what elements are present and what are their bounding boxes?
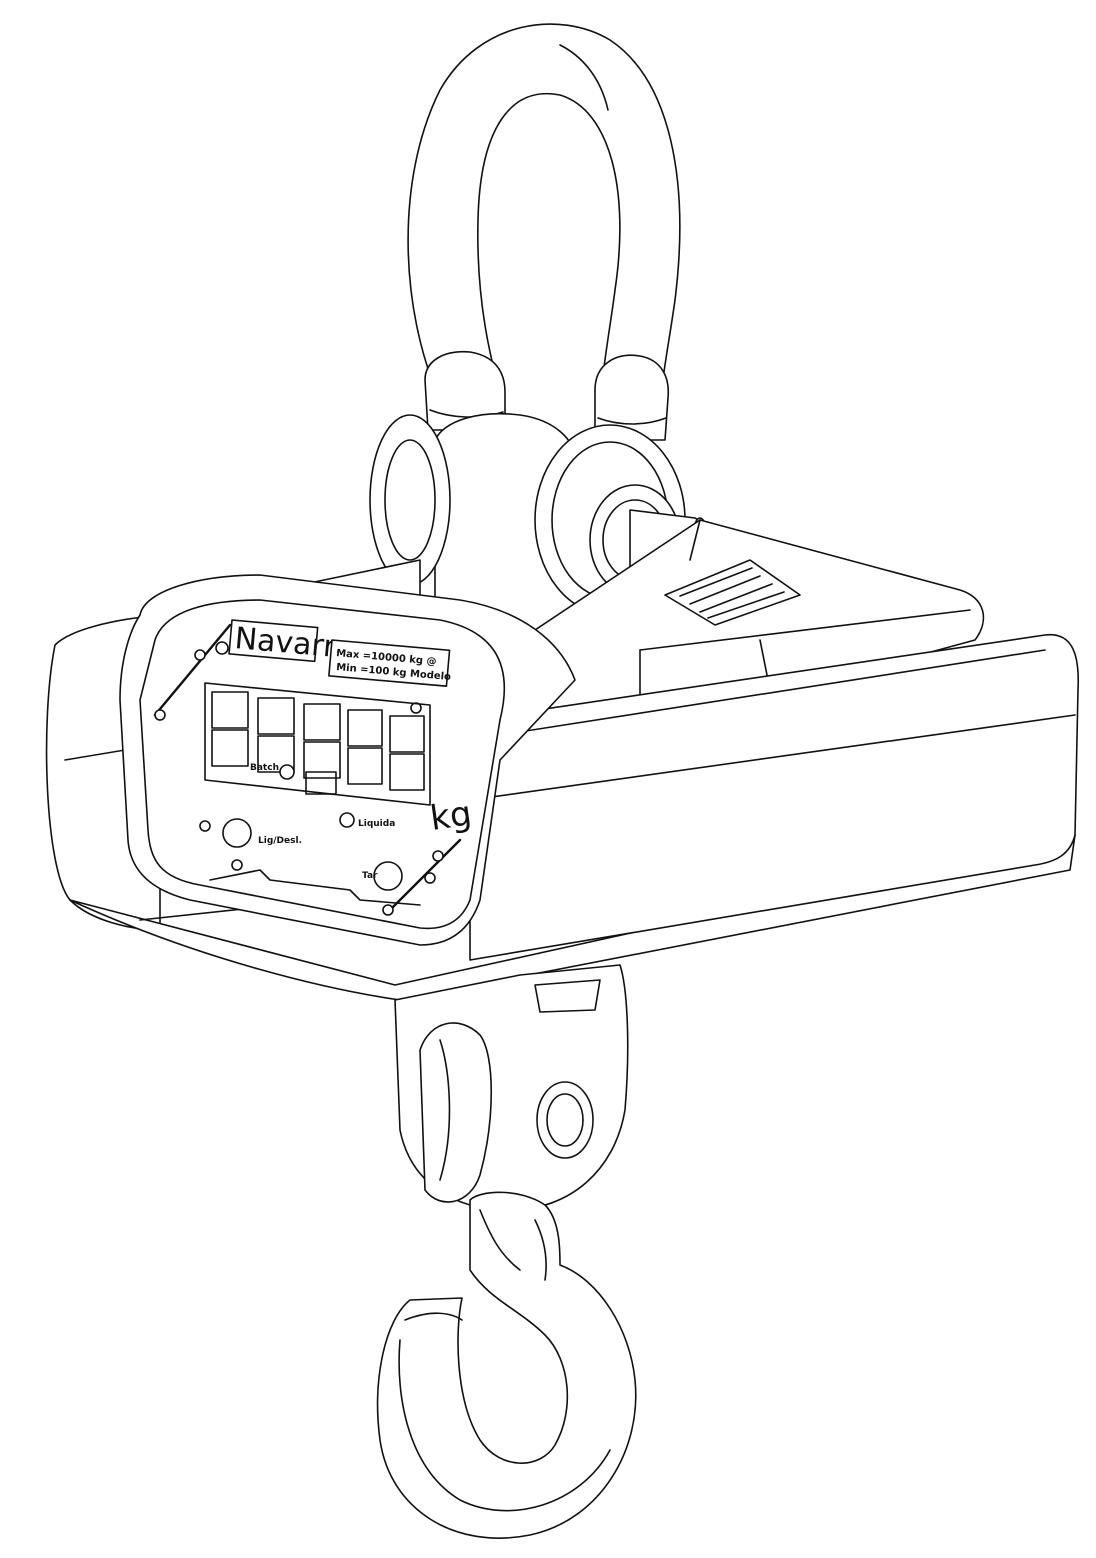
liquidate-label: Liquida (358, 819, 395, 829)
digit-1 (211, 691, 249, 767)
digit-4 (347, 709, 383, 785)
status-window (305, 771, 337, 795)
nameplate (664, 559, 801, 626)
lower-link (394, 964, 629, 1211)
display-head: Navarro Max =10000 kg @ Min =100 kg Mode… (119, 574, 576, 946)
unit-label: kg (428, 794, 474, 839)
liquidate-button[interactable]: Liquida (339, 812, 395, 829)
digit-5 (389, 715, 425, 791)
top-shackle (407, 23, 681, 441)
spec-plate: Max =10000 kg @ Min =100 kg Modelo (328, 639, 451, 687)
power-label: Lig/Desl. (258, 836, 302, 846)
digit-display (204, 682, 431, 806)
batch-button[interactable]: Batch (250, 763, 295, 780)
tare-button[interactable]: Tar (362, 861, 403, 891)
power-button[interactable]: Lig/Desl. (199, 818, 302, 871)
digit-2 (257, 697, 295, 773)
hook (376, 1191, 637, 1539)
batch-label: Batch (250, 763, 279, 773)
guard-bar-right (388, 838, 462, 912)
digit-3 (303, 703, 341, 779)
guard-bar-left (153, 623, 232, 717)
tare-label: Tar (362, 871, 378, 881)
